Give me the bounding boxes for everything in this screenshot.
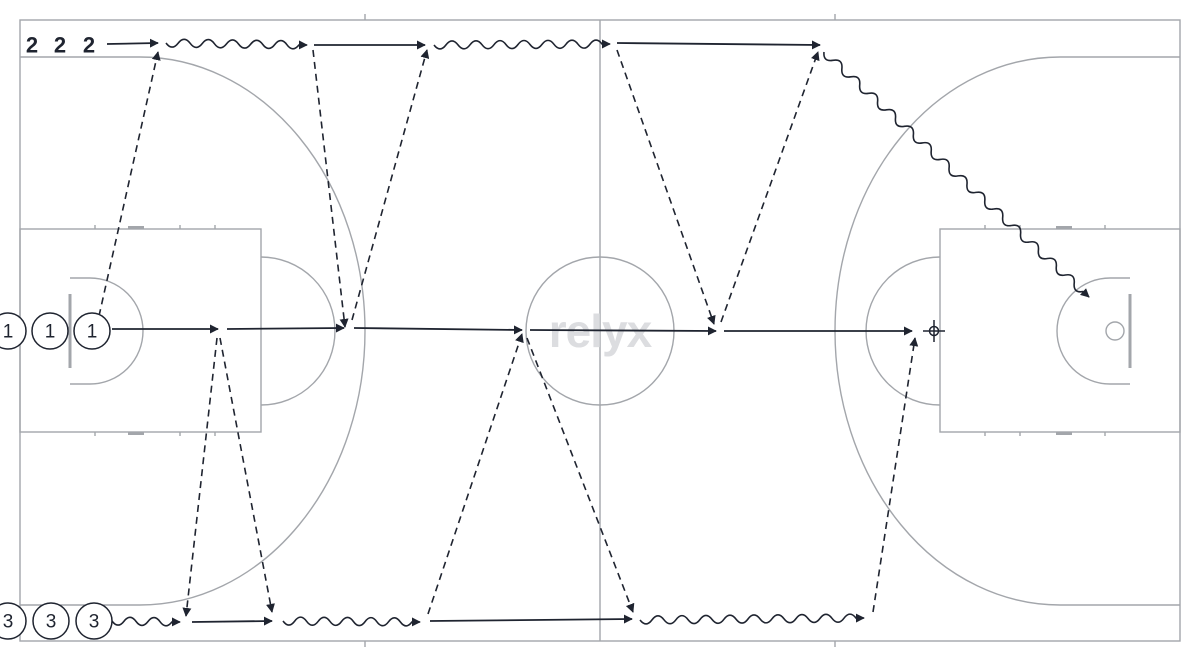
paint-right [939, 228, 1181, 433]
dribble-arrow [282, 616, 421, 627]
pass-arrow [182, 337, 218, 617]
player-token[interactable]: 3 [32, 602, 70, 640]
rim-right [1105, 321, 1125, 341]
pass-arrow [872, 337, 919, 613]
movement-lines [106, 38, 913, 626]
player-token[interactable]: 2 [26, 33, 38, 58]
player-token[interactable]: 2 [54, 33, 66, 58]
player-group-2: 2 2 2 [26, 33, 95, 58]
pass-arrow [720, 51, 820, 323]
shot-target-marker [923, 320, 945, 342]
restricted-area-right [1056, 277, 1130, 385]
free-throw-circle-left [260, 256, 336, 406]
player-group-3: 3 3 3 [0, 602, 113, 640]
player-group-1: 1 1 1 [0, 312, 111, 350]
movement-arrow [191, 616, 273, 626]
movement-arrow [429, 614, 633, 624]
player-number: 1 [3, 322, 14, 343]
movement-arrow [353, 325, 523, 335]
player-number: 3 [46, 612, 57, 633]
pass-arrow [219, 337, 275, 613]
restricted-area-left [70, 277, 144, 385]
dribble-arrow [111, 616, 181, 627]
pass-arrow [351, 49, 430, 321]
player-token[interactable]: 3 [75, 602, 113, 640]
pass-arrow [427, 333, 524, 615]
lane-block-left [128, 226, 144, 229]
movement-arrow [616, 40, 821, 50]
player-token[interactable]: 1 [73, 312, 111, 350]
lane-block-right [1056, 432, 1072, 435]
player-token[interactable]: 3 [0, 602, 27, 640]
player-number: 1 [87, 322, 98, 343]
player-token[interactable]: 2 [83, 33, 95, 58]
movement-arrow [529, 326, 717, 336]
movement-arrow [106, 38, 159, 48]
pass-arrow [616, 49, 716, 325]
lane-block-right [1056, 226, 1072, 229]
three-point-line-left [20, 56, 366, 606]
player-number: 3 [3, 612, 14, 633]
player-number: 3 [89, 612, 100, 633]
player-token[interactable]: 1 [31, 312, 69, 350]
player-token[interactable]: 1 [0, 312, 27, 350]
pass-lines [98, 49, 919, 617]
dribble-arrow [823, 51, 1090, 298]
pass-arrow [312, 49, 349, 328]
pass-arrow [526, 337, 635, 613]
dribble-lines [111, 38, 1090, 627]
dribble-arrow [639, 613, 865, 625]
dribble-arrow [165, 38, 308, 50]
player-number: 1 [45, 322, 56, 343]
movement-arrow [226, 323, 345, 333]
pass-arrow [98, 51, 161, 317]
dribble-arrow [433, 39, 611, 50]
lane-block-left [128, 432, 144, 435]
